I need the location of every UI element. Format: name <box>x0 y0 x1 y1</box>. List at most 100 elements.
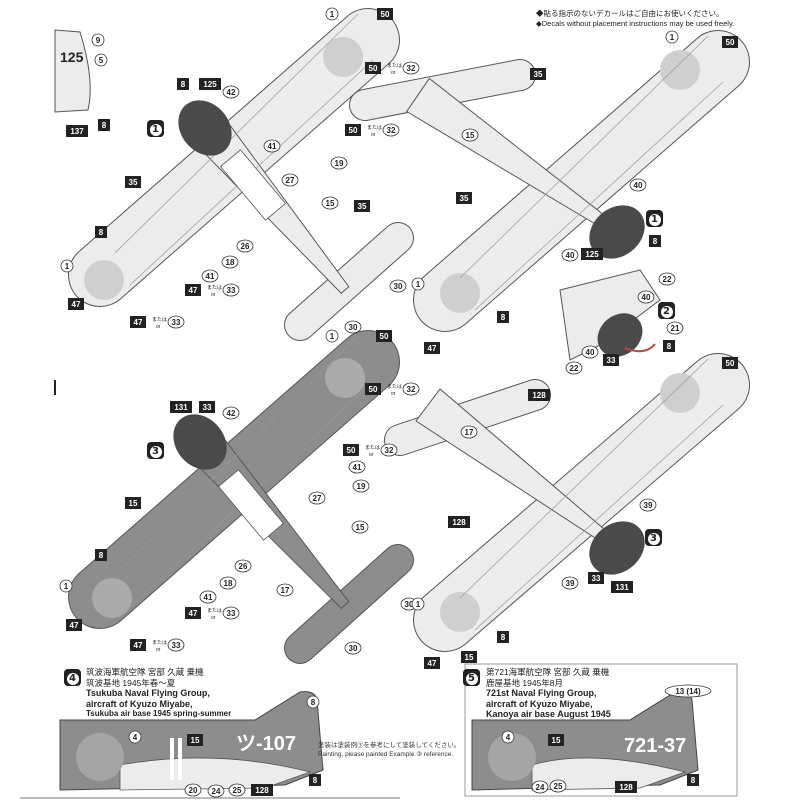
circle-outline <box>91 33 105 47</box>
tail-code: 125 <box>60 49 84 65</box>
circle-outline <box>184 783 202 797</box>
box-fill <box>125 176 141 188</box>
circle-outline <box>665 30 679 44</box>
decal-number: 22 <box>663 275 672 284</box>
circle-outline <box>402 382 420 396</box>
wing <box>414 354 749 651</box>
decal-number: 15 <box>191 736 200 745</box>
box-fill <box>187 734 203 746</box>
decal-number: 8 <box>653 237 658 246</box>
or-en: or <box>156 324 161 330</box>
circle-outline <box>344 320 362 334</box>
badge-number: 5 <box>465 673 478 685</box>
box-fill <box>68 298 84 310</box>
box-fill <box>611 581 633 593</box>
circle-outline <box>561 248 579 262</box>
scheme-badge-1: 1 <box>147 120 164 137</box>
decal-number: 131 <box>174 403 188 412</box>
paint-note-en: Painting, please painted Example ③ refer… <box>318 751 454 758</box>
decal-number: 8 <box>99 228 104 237</box>
decal-number: 17 <box>281 586 290 595</box>
decal-number: 8 <box>501 633 506 642</box>
decal-number: 40 <box>642 293 651 302</box>
or-en: or <box>371 132 376 138</box>
badge-number: 4 <box>66 673 79 685</box>
circled-decal-number: 1 <box>59 579 73 593</box>
painting-reference-note: 塗装は塗装例③を参考にして塗装してください。 Painting, please … <box>318 741 460 759</box>
box-fill <box>125 497 141 509</box>
decal-number: 30 <box>405 600 414 609</box>
decal-number: 33 <box>592 574 601 583</box>
box-fill <box>722 357 738 369</box>
circle-outline <box>228 783 246 797</box>
panel-line <box>474 404 724 631</box>
circled-decal-number: 39 <box>639 498 657 512</box>
decal-number: 17 <box>465 428 474 437</box>
circle-outline <box>221 255 239 269</box>
circle-outline <box>565 361 583 375</box>
box-fill <box>95 226 107 238</box>
decal-number: 30 <box>349 644 358 653</box>
circle-outline <box>501 730 515 744</box>
box-fill <box>170 401 192 413</box>
boxed-decal-number: 47 <box>424 657 440 669</box>
decal-number: 128 <box>255 786 269 795</box>
decal-number: 35 <box>534 70 543 79</box>
circle-outline <box>128 730 142 744</box>
circle-outline <box>380 443 398 457</box>
circled-decal-number: 41 <box>201 269 219 283</box>
box-fill <box>365 383 381 395</box>
circle-outline <box>276 583 294 597</box>
boxed-decal-number: 8 <box>95 226 107 238</box>
decal-number: 26 <box>239 562 248 571</box>
boxed-decal-number: 128 <box>528 389 550 401</box>
circle-outline <box>167 638 185 652</box>
decal-number: 24 <box>212 787 221 796</box>
decal-number: 24 <box>536 783 545 792</box>
decal-number: 33 <box>227 286 236 295</box>
or-jp: または <box>207 608 222 614</box>
horizontal-stabilizer <box>285 223 413 340</box>
decal-number: 4 <box>506 733 511 742</box>
decal-number: 15 <box>356 523 365 532</box>
engine-cowling <box>173 414 227 470</box>
circled-decal-number: 1 <box>665 30 679 44</box>
circled-decal-number: 33 <box>222 606 240 620</box>
scheme-badge-3b: 3 <box>645 529 662 546</box>
decal-number: 40 <box>634 181 643 190</box>
decal-number: 30 <box>349 323 358 332</box>
box-fill <box>251 784 273 796</box>
circled-decal-number: 27 <box>281 173 299 187</box>
boxed-decal-number: 33 <box>199 401 215 413</box>
circle-outline <box>201 269 219 283</box>
plane-3-top-view <box>68 330 414 664</box>
hinomaru-roundel <box>660 50 700 90</box>
boxed-decal-number: 50 <box>722 357 738 369</box>
circled-decal-number: 5 <box>94 53 108 67</box>
boxed-decal-number: 35 <box>354 200 370 212</box>
box-fill <box>377 8 393 20</box>
circle-outline <box>664 684 712 698</box>
circled-decal-number: 42 <box>222 85 240 99</box>
box-fill <box>687 774 699 786</box>
circled-decal-number: 30 <box>389 279 407 293</box>
circle-outline <box>308 491 326 505</box>
or-en: or <box>156 647 161 653</box>
decal-number: 128 <box>452 518 466 527</box>
box-fill <box>130 639 146 651</box>
circle-outline <box>222 85 240 99</box>
boxed-decal-number: 47 <box>66 619 82 631</box>
underside <box>531 757 687 791</box>
hinomaru-roundel <box>84 260 124 300</box>
decal-number: 15 <box>466 131 475 140</box>
tail-code: 721-37 <box>624 735 686 757</box>
or-jp: または <box>367 125 382 131</box>
circle-outline <box>658 272 676 286</box>
box-fill <box>343 444 359 456</box>
boxed-decal-number: 50 <box>365 383 381 395</box>
boxed-decal-number: 8 <box>663 340 675 352</box>
decal-number: 41 <box>204 593 213 602</box>
hinomaru-roundel <box>323 37 363 77</box>
hinomaru-roundel <box>440 592 480 632</box>
